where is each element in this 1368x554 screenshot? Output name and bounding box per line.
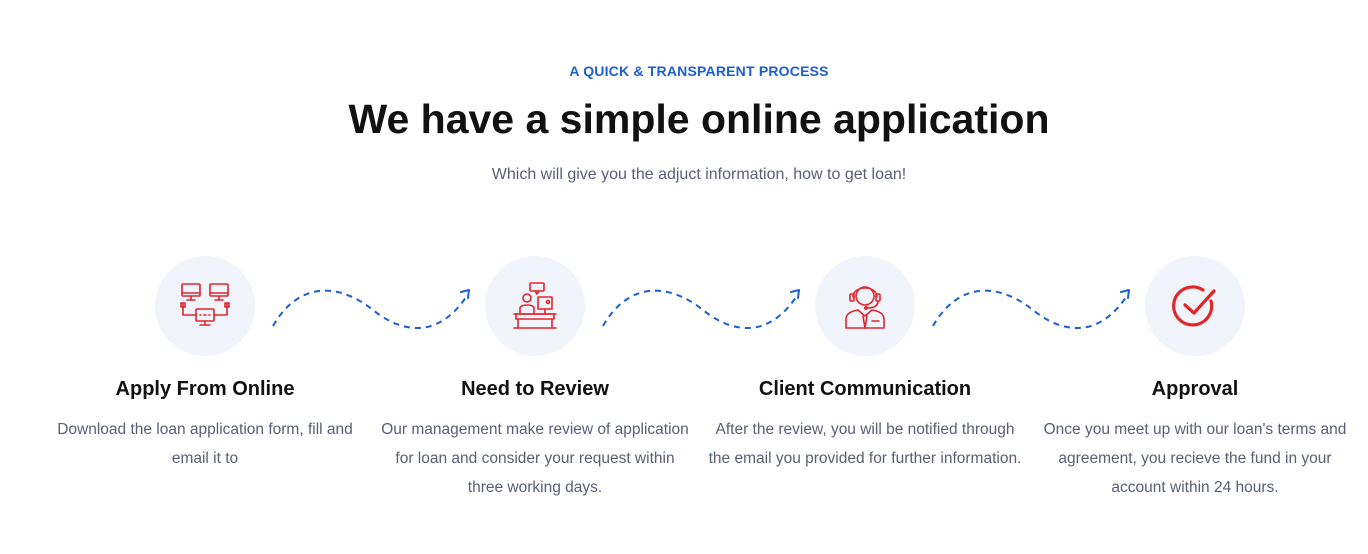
step-title: Apply From Online: [115, 378, 295, 400]
dashed-arrow-icon: [602, 289, 800, 330]
step-client-communication: Client Communication After the review, y…: [695, 256, 1035, 473]
review-desk-icon: [513, 282, 557, 329]
support-agent-icon: [845, 286, 885, 329]
step-description: Our management make review of applicatio…: [381, 421, 689, 496]
step-title: Approval: [1151, 378, 1239, 400]
network-computers-icon: [180, 283, 230, 326]
check-circle-icon: [1172, 285, 1216, 327]
step-apply-online: Apply From Online Download the loan appl…: [35, 256, 375, 473]
step-icon-circle: [155, 256, 255, 356]
step-icon-circle: [1145, 256, 1245, 356]
step-title: Client Communication: [758, 378, 972, 400]
step-need-review: Need to Review Our management make revie…: [365, 256, 705, 502]
section-eyebrow: A QUICK & TRANSPARENT PROCESS: [569, 63, 829, 79]
step-description: After the review, you will be notified t…: [708, 421, 1022, 467]
step-approval: Approval Once you meet up with our loan'…: [1025, 256, 1365, 502]
step-icon-circle: [485, 256, 585, 356]
dashed-arrow-icon: [272, 289, 470, 330]
step-title: Need to Review: [461, 378, 609, 400]
step-description: Once you meet up with our loan's terms a…: [1043, 421, 1347, 496]
dashed-arrow-icon: [932, 289, 1130, 330]
section-title: We have a simple online application: [348, 96, 1050, 142]
step-description: Download the loan application form, fill…: [57, 421, 353, 467]
step-icon-circle: [815, 256, 915, 356]
section-subtitle: Which will give you the adjuct informati…: [491, 166, 907, 183]
